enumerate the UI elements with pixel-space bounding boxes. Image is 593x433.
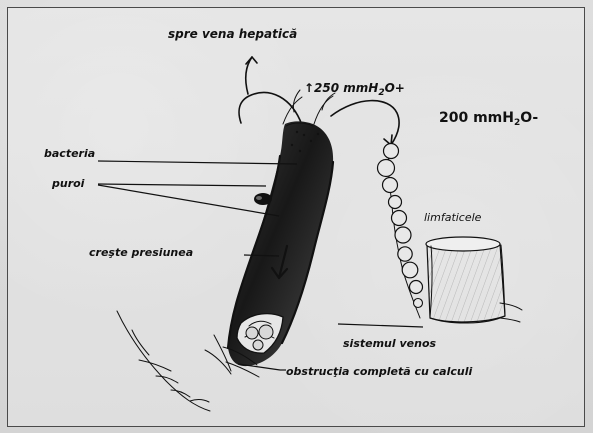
top-label: spre vena hepatică xyxy=(168,28,297,40)
pressure-up-subscript: 2 xyxy=(378,88,384,98)
obstruction-label: obstrucţia completă cu calculi xyxy=(286,366,472,377)
lymphatics-label: limfaticele xyxy=(424,212,481,223)
purulent-spot xyxy=(254,193,272,205)
bacteria-label: bacteria xyxy=(44,148,95,159)
bile-duct xyxy=(228,121,333,366)
pressure-increase-label: creşte presiunea xyxy=(89,247,193,258)
pressure-reference-prefix: 200 mmH xyxy=(439,110,514,126)
pressure-up-suffix: O+ xyxy=(385,81,405,95)
pressure-reference-suffix: O- xyxy=(520,110,538,126)
pressure-up-label: ↑250 mmH2O+ xyxy=(304,82,405,95)
puroi-label: puroi xyxy=(52,178,84,189)
pressure-up-prefix: ↑250 mmH xyxy=(304,81,378,95)
hepatic-vein-arrow xyxy=(239,57,302,125)
pressure-arrow xyxy=(331,101,399,145)
pressure-reference-subscript: 2 xyxy=(514,118,520,128)
pressure-reference-label: 200 mmH2O- xyxy=(439,111,538,125)
venous-system-label: sistemul venos xyxy=(343,338,436,349)
lymph-node-group xyxy=(378,144,423,308)
venous-system-vessel xyxy=(426,237,522,323)
lymphatics-chain xyxy=(378,144,423,319)
